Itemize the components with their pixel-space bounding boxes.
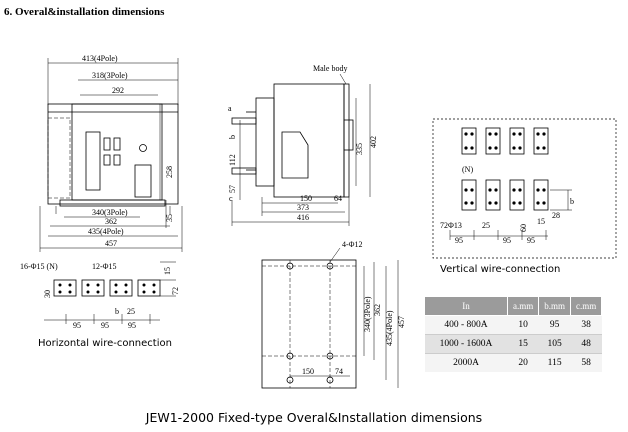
dim-16-phi15-n: 16-Φ15 (N) bbox=[20, 262, 58, 271]
dim-25-horizontal: 25 bbox=[127, 307, 135, 316]
dim-340-3pole: 340(3Pole) bbox=[92, 208, 128, 217]
dim-362-mount: 362 bbox=[373, 304, 382, 316]
mounting-view: 4-Φ12 150 74 340(3Pole) 362 435(4Pole) 4… bbox=[261, 240, 406, 389]
dim-435-4pole-mount: 435(4Pole) bbox=[385, 310, 394, 346]
header-a: a.mm bbox=[506, 296, 540, 316]
cell-c: 58 bbox=[570, 353, 602, 372]
dim-b-vertical: b bbox=[570, 197, 574, 206]
table-row: 400 - 800A 10 95 38 bbox=[424, 315, 602, 335]
dim-292: 292 bbox=[112, 86, 124, 95]
cell-b: 95 bbox=[538, 315, 571, 335]
front-view: 413(4Pole) 318(3Pole) 292 258 35 340(3Po bbox=[39, 54, 183, 252]
dim-340-3pole-mount: 340(3Pole) bbox=[363, 296, 372, 332]
cell-a: 15 bbox=[507, 334, 539, 354]
dim-c: c bbox=[229, 194, 233, 203]
dim-74: 74 bbox=[335, 367, 343, 376]
dim-95-h3: 95 bbox=[128, 321, 136, 330]
cell-c: 38 bbox=[570, 315, 602, 335]
horizontal-view: 16-Φ15 (N) 12-Φ15 15 72 30 95 95 bbox=[20, 261, 180, 330]
table-row: 1000 - 1600A 15 105 48 bbox=[424, 334, 602, 354]
dim-258: 258 bbox=[165, 166, 174, 178]
dim-25-vertical: 25 bbox=[482, 221, 490, 230]
dim-95-v3: 95 bbox=[527, 236, 535, 245]
cell-a: 20 bbox=[507, 353, 539, 372]
section-title: 6. Overal&installation dimensions bbox=[4, 6, 165, 18]
dim-30: 30 bbox=[43, 290, 52, 298]
dim-64: 64 bbox=[334, 194, 342, 203]
table-header-row: In a.mm b.mm c.mm bbox=[424, 296, 603, 316]
dim-335: 335 bbox=[355, 143, 364, 155]
dim-60: 60 bbox=[519, 224, 528, 232]
dim-57: 57 bbox=[228, 185, 237, 193]
header-b: b.mm bbox=[538, 296, 572, 316]
dim-402: 402 bbox=[369, 136, 378, 148]
dim-150: 150 bbox=[300, 194, 312, 203]
header-in: In bbox=[424, 296, 508, 316]
dim-28: 28 bbox=[552, 211, 560, 220]
dim-416: 416 bbox=[297, 213, 309, 222]
dim-373: 373 bbox=[297, 203, 309, 212]
dim-362: 362 bbox=[105, 217, 117, 226]
cell-in: 1000 - 1600A bbox=[424, 334, 508, 354]
cell-in: 2000A bbox=[424, 353, 508, 372]
dim-112: 112 bbox=[228, 154, 237, 166]
dim-457: 457 bbox=[105, 239, 117, 248]
dim-4-phi12: 4-Φ12 bbox=[342, 240, 363, 249]
dim-95-h2: 95 bbox=[101, 321, 109, 330]
dim-413-4pole: 413(4Pole) bbox=[82, 54, 118, 63]
cell-a: 10 bbox=[507, 315, 539, 335]
dim-457-mount: 457 bbox=[397, 316, 406, 328]
dim-15-vertical: 15 bbox=[537, 217, 545, 226]
cell-c: 48 bbox=[570, 334, 602, 354]
vertical-view: (N) b 28 15 72Φ13 25 60 bbox=[432, 118, 617, 259]
table-row: 2000A 20 115 58 bbox=[424, 353, 602, 372]
bottom-title: JEW1-2000 Fixed-type Overal&Installation… bbox=[145, 410, 483, 425]
cell-in: 400 - 800A bbox=[424, 315, 508, 335]
dim-318-3pole: 318(3Pole) bbox=[92, 71, 128, 80]
dim-a: a bbox=[228, 104, 232, 113]
header-c: c.mm bbox=[570, 296, 603, 316]
dim-72-13: 72Φ13 bbox=[440, 221, 462, 230]
dim-b-horizontal: b bbox=[115, 307, 119, 316]
label-n-vertical: (N) bbox=[462, 165, 473, 174]
label-male-body: Male body bbox=[313, 64, 347, 73]
dim-95-h1: 95 bbox=[73, 321, 81, 330]
vertical-caption: Vertical wire-connection bbox=[440, 264, 561, 275]
side-view: Male body a b 112 c 57 150 64 373 416 33 bbox=[228, 64, 378, 226]
dim-435-4pole: 435(4Pole) bbox=[88, 227, 124, 236]
dim-15-horizontal: 15 bbox=[163, 267, 172, 275]
dim-72-horizontal: 72 bbox=[171, 287, 180, 295]
dim-35: 35 bbox=[165, 214, 174, 222]
horizontal-caption: Horizontal wire-connection bbox=[38, 338, 172, 349]
cell-b: 115 bbox=[538, 353, 571, 372]
dimension-table: In a.mm b.mm c.mm 400 - 800A 10 95 38 10… bbox=[424, 296, 603, 372]
dim-12-phi15: 12-Φ15 bbox=[92, 262, 117, 271]
dim-95-v2: 95 bbox=[503, 236, 511, 245]
cell-b: 105 bbox=[538, 334, 571, 354]
dim-95-v1: 95 bbox=[455, 236, 463, 245]
dim-150-mounting: 150 bbox=[302, 367, 314, 376]
dim-b: b bbox=[228, 135, 237, 139]
